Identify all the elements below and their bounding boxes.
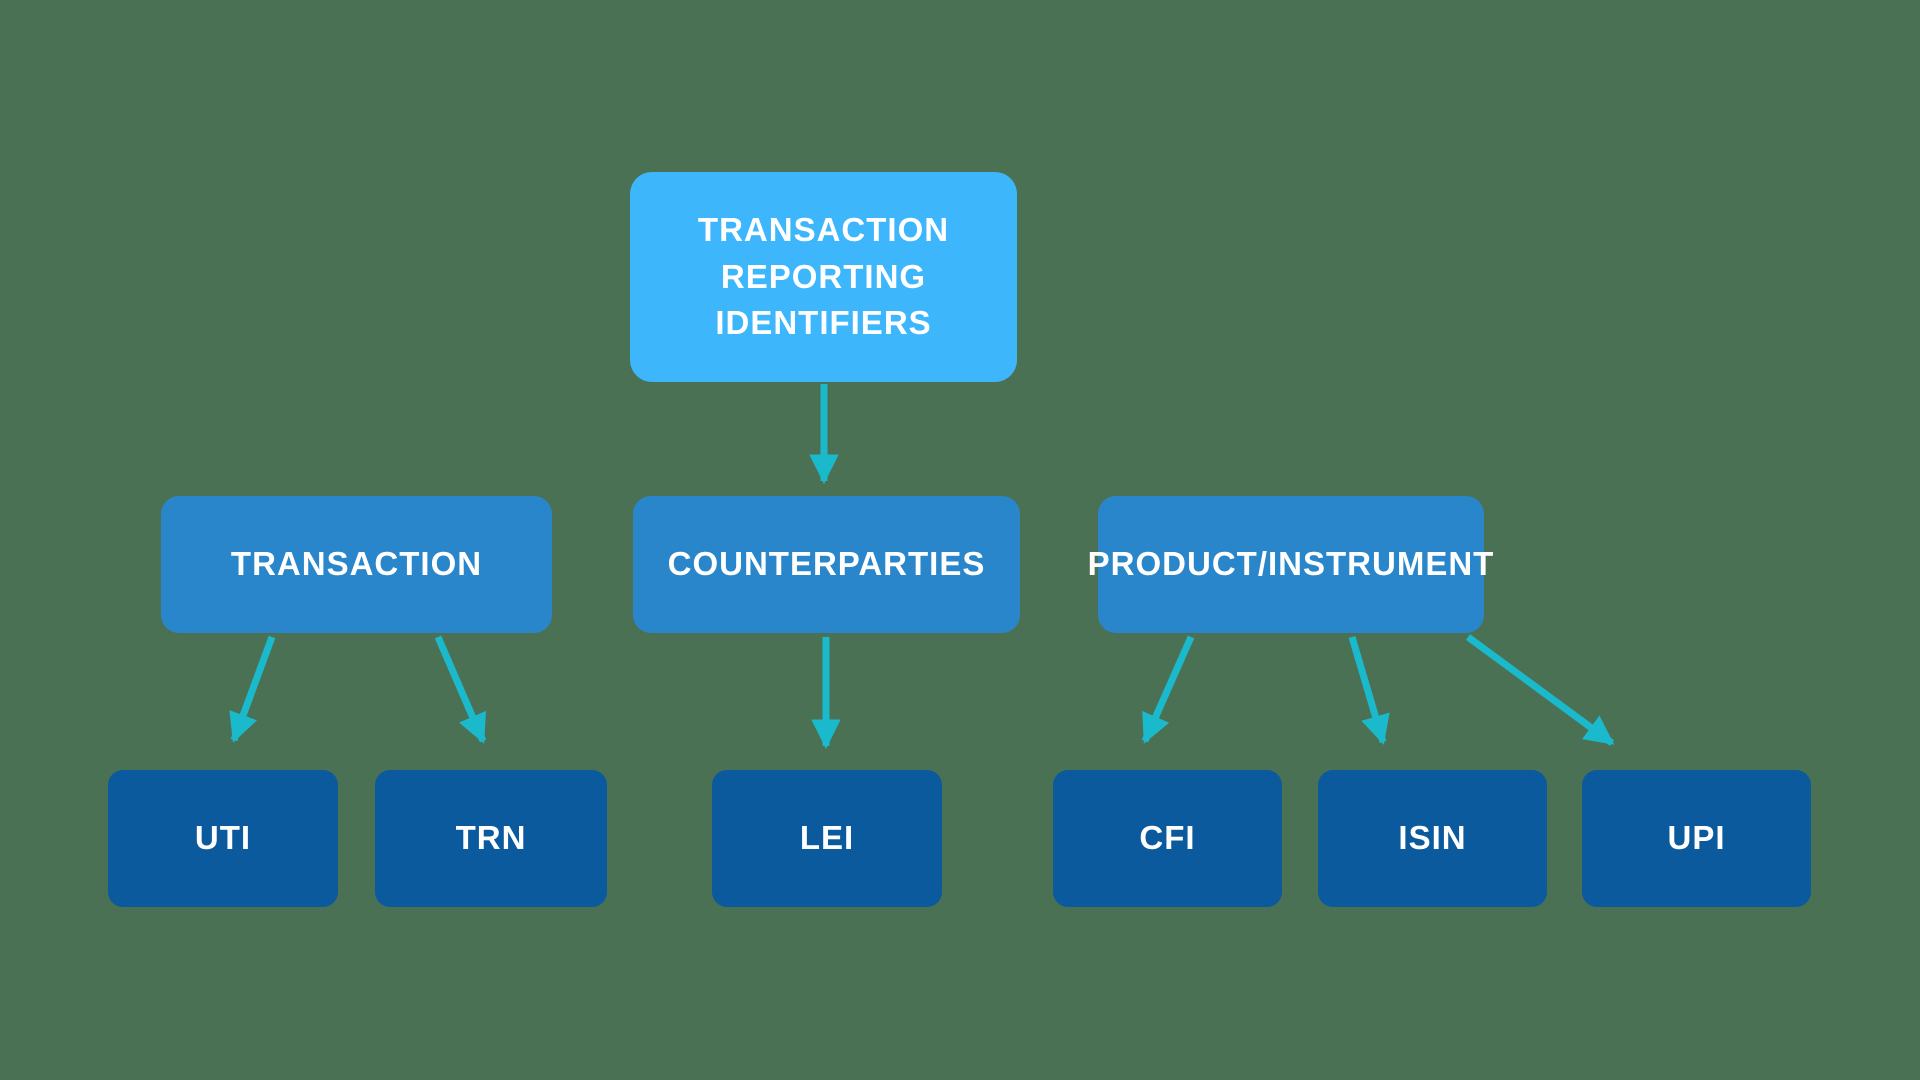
node-trn: TRN: [375, 770, 607, 907]
node-cfi: CFI: [1053, 770, 1282, 907]
node-label: COUNTERPARTIES: [667, 545, 986, 583]
node-label: PRODUCT/INSTRUMENT: [1087, 545, 1495, 583]
arrow-product-to-isin: [1348, 636, 1390, 745]
node-upi: UPI: [1582, 770, 1811, 907]
node-label: UTI: [194, 819, 252, 857]
node-isin: ISIN: [1318, 770, 1547, 907]
node-label: ISIN: [1398, 819, 1467, 857]
node-label: CFI: [1139, 819, 1196, 857]
node-label: TRANSACTION REPORTING IDENTIFIERS: [697, 210, 950, 342]
node-label: TRANSACTION: [230, 545, 483, 583]
arrow-product-to-cfi: [1141, 635, 1195, 744]
arrow-transaction-to-trn: [434, 635, 487, 744]
node-transaction-reporting-identifiers: TRANSACTION REPORTING IDENTIFIERS: [630, 172, 1017, 382]
node-uti: UTI: [108, 770, 338, 907]
node-transaction: TRANSACTION: [161, 496, 552, 633]
node-counterparties: COUNTERPARTIES: [633, 496, 1020, 633]
node-label: LEI: [799, 819, 855, 857]
arrow-product-to-upi: [1465, 634, 1615, 746]
node-label: UPI: [1667, 819, 1726, 857]
arrow-transaction-to-uti: [229, 635, 276, 743]
node-label: TRN: [455, 819, 527, 857]
node-product-instrument: PRODUCT/INSTRUMENT: [1088, 496, 1493, 633]
node-lei: LEI: [712, 770, 942, 907]
